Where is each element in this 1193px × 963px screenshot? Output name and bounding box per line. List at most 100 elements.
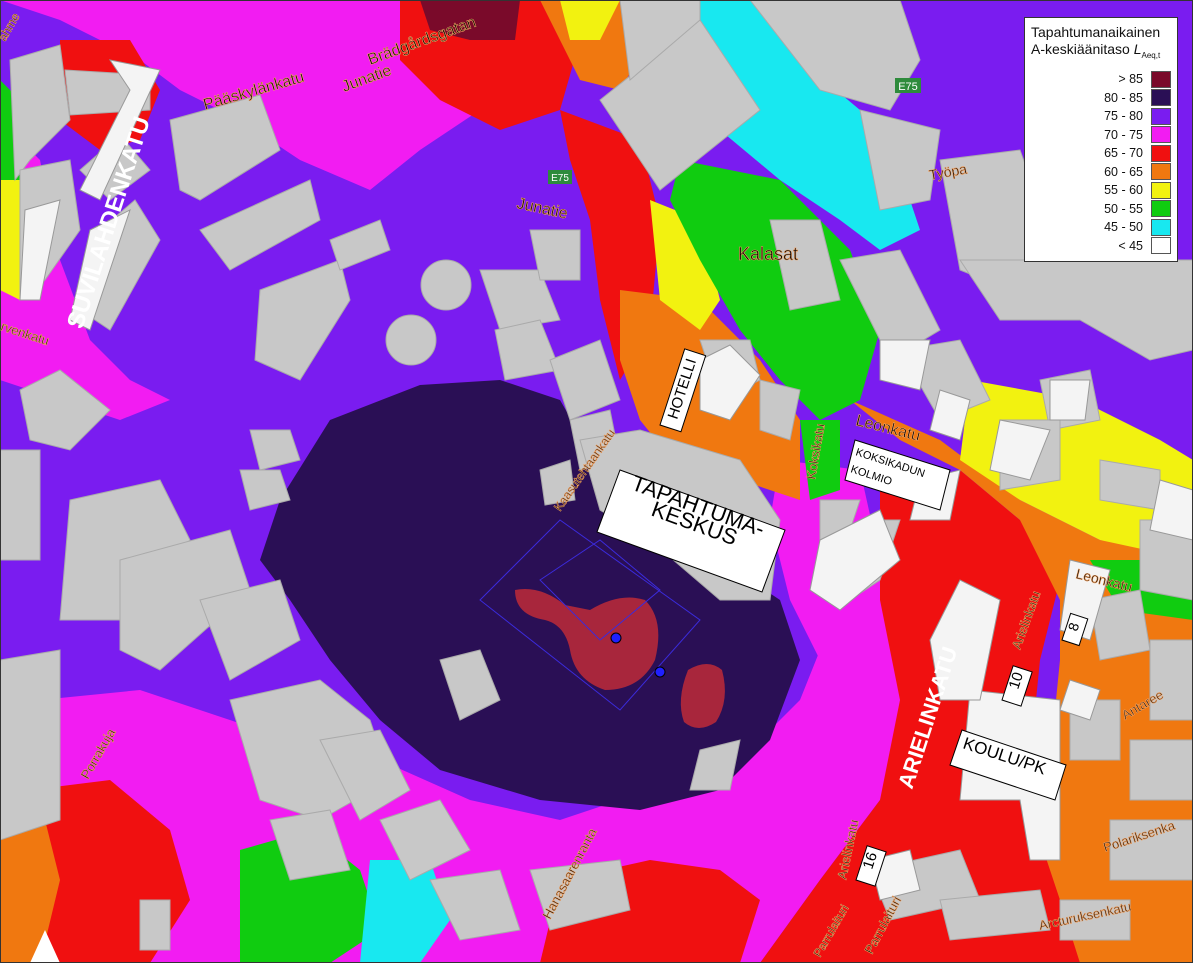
building [385, 314, 437, 366]
building [319, 729, 411, 821]
building [689, 739, 741, 791]
building-white [929, 579, 1001, 701]
legend-row: 75 - 80 [1031, 107, 1171, 126]
legend-swatch [1151, 163, 1171, 181]
building [939, 889, 1051, 941]
building-white [1149, 479, 1193, 541]
legend-row: > 85 [1031, 70, 1171, 89]
building-white [989, 419, 1051, 481]
legend-row: 45 - 50 [1031, 218, 1171, 237]
building-white [79, 59, 161, 201]
legend-row: 55 - 60 [1031, 181, 1171, 200]
legend-swatch [1151, 107, 1171, 125]
building-white [699, 344, 761, 421]
legend-row-label: 45 - 50 [1104, 220, 1143, 235]
building [0, 449, 41, 561]
building-white [929, 389, 971, 441]
building [1059, 899, 1131, 941]
building-white [879, 339, 931, 391]
building [239, 469, 291, 511]
event-area-outline [479, 519, 701, 711]
legend: Tapahtumanaikainen A-keskiäänitaso LAeq,… [1024, 17, 1178, 262]
legend-title-line1: Tapahtumanaikainen [1031, 24, 1161, 40]
building-white [809, 509, 901, 611]
legend-row: 70 - 75 [1031, 125, 1171, 144]
building [1149, 639, 1193, 721]
building-white [1059, 679, 1101, 721]
road-shield-e75 [548, 170, 572, 184]
building [859, 109, 941, 211]
building [549, 339, 621, 421]
legend-row: < 45 [1031, 236, 1171, 255]
road-shield-e75-text: E75 [898, 81, 918, 93]
legend-row-label: 50 - 55 [1104, 201, 1143, 216]
building-white [1049, 379, 1091, 421]
north-arrow-icon [30, 930, 60, 963]
label-number-10-text: 10 [1006, 670, 1027, 691]
legend-swatch [1151, 181, 1171, 199]
legend-swatch [1151, 70, 1171, 88]
legend-row-label: 70 - 75 [1104, 127, 1143, 142]
label-number-16: 16 [855, 845, 887, 887]
building [1109, 819, 1193, 881]
zone-50-55-koksi [800, 420, 840, 500]
building [439, 649, 501, 721]
building [420, 259, 472, 311]
zone-85-plus-north [420, 0, 520, 40]
legend-swatch [1151, 126, 1171, 144]
building-white [19, 199, 61, 301]
building [199, 579, 301, 681]
building [199, 179, 321, 271]
building [539, 459, 576, 506]
legend-row: 65 - 70 [1031, 144, 1171, 163]
building [329, 219, 391, 271]
building [839, 249, 941, 361]
label-number-10: 10 [1001, 665, 1033, 707]
road-shield-e75-text: E75 [551, 173, 569, 184]
legend-row-label: 60 - 65 [1104, 164, 1143, 179]
zone-45-50-south [360, 860, 450, 963]
building [1129, 739, 1193, 801]
legend-row-label: 55 - 60 [1104, 183, 1143, 198]
legend-row-label: 80 - 85 [1104, 90, 1143, 105]
legend-title-line2-text: A-keskiäänitaso [1031, 41, 1130, 57]
legend-row-label: < 45 [1118, 238, 1143, 253]
zone-55-60-north [560, 0, 620, 40]
building-white [69, 209, 131, 331]
building [529, 859, 631, 931]
building [254, 259, 351, 381]
legend-row: 50 - 55 [1031, 199, 1171, 218]
legend-row-label: 65 - 70 [1104, 146, 1143, 161]
zone-60-65-east [850, 400, 1193, 963]
legend-swatch [1151, 89, 1171, 107]
label-number-8: 8 [1061, 612, 1089, 647]
building [529, 229, 581, 281]
building [119, 529, 251, 671]
building [479, 269, 561, 331]
legend-swatch [1151, 200, 1171, 218]
building [9, 44, 71, 182]
building [169, 94, 281, 201]
building [429, 869, 521, 941]
zone-85-plus-a [515, 589, 659, 690]
legend-row-label: > 85 [1118, 72, 1143, 87]
label-number-16-text: 16 [860, 850, 881, 871]
legend-row: 60 - 65 [1031, 162, 1171, 181]
zone-50-55-north [670, 160, 880, 420]
building [269, 809, 351, 881]
speaker-point [654, 666, 666, 678]
legend-row: 80 - 85 [1031, 88, 1171, 107]
legend-swatch [1151, 237, 1171, 255]
legend-row-label: 75 - 80 [1104, 109, 1143, 124]
building [769, 219, 841, 311]
legend-symbol-subscript: Aeq,t [1141, 50, 1161, 60]
street-label-tyopaja: Työpa [928, 161, 969, 183]
street-label-kalasatama: Kalasat [738, 244, 798, 264]
building [959, 259, 1193, 361]
legend-swatch [1151, 218, 1171, 236]
legend-rows: > 85 80 - 85 75 - 80 70 - 75 65 - 70 60 - 65 5… [1031, 70, 1171, 255]
building [379, 799, 471, 881]
legend-swatch [1151, 144, 1171, 162]
